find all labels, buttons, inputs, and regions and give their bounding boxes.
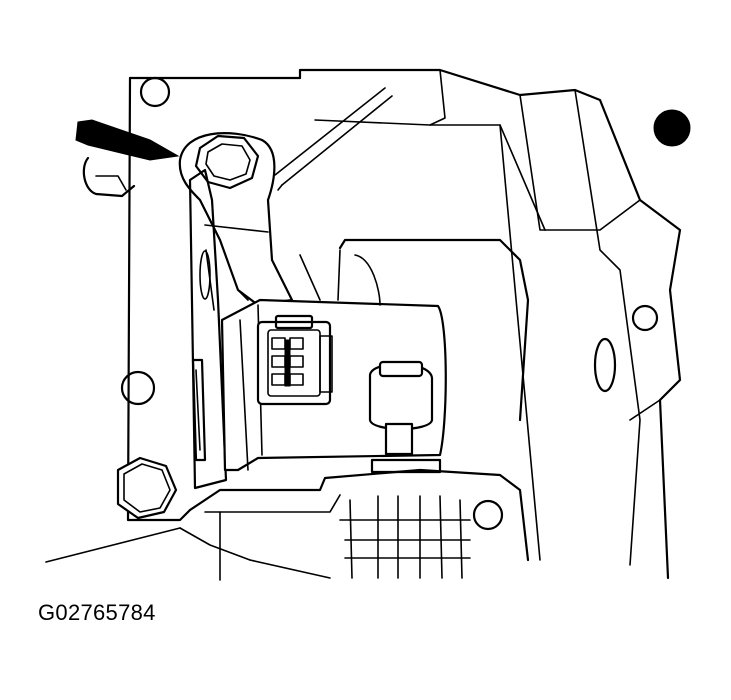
connector-pins	[271, 337, 304, 387]
arrow-icon	[75, 119, 180, 198]
hex-boss-lower-left	[116, 456, 178, 520]
electrical-connector	[256, 314, 333, 406]
upper-cover	[299, 238, 530, 422]
solid-plug-top-right	[653, 109, 691, 147]
leader-lines	[45, 527, 251, 563]
housing-outline	[126, 68, 682, 580]
mounting-hole-top-left	[139, 76, 171, 108]
figure-id-label: G02765784	[38, 600, 156, 625]
bolt-icon	[194, 134, 260, 190]
slot-hole-right	[593, 337, 617, 393]
wire-harness	[274, 87, 393, 191]
lower-mechanism	[188, 468, 530, 581]
mounting-holes	[120, 76, 691, 531]
component-line-drawing	[45, 68, 691, 581]
mounting-hole-lower	[472, 499, 504, 531]
mounting-hole-right	[631, 304, 659, 332]
sensor-plunger	[368, 360, 442, 474]
mounting-hole-left	[120, 370, 156, 406]
mounting-plate	[188, 168, 228, 490]
